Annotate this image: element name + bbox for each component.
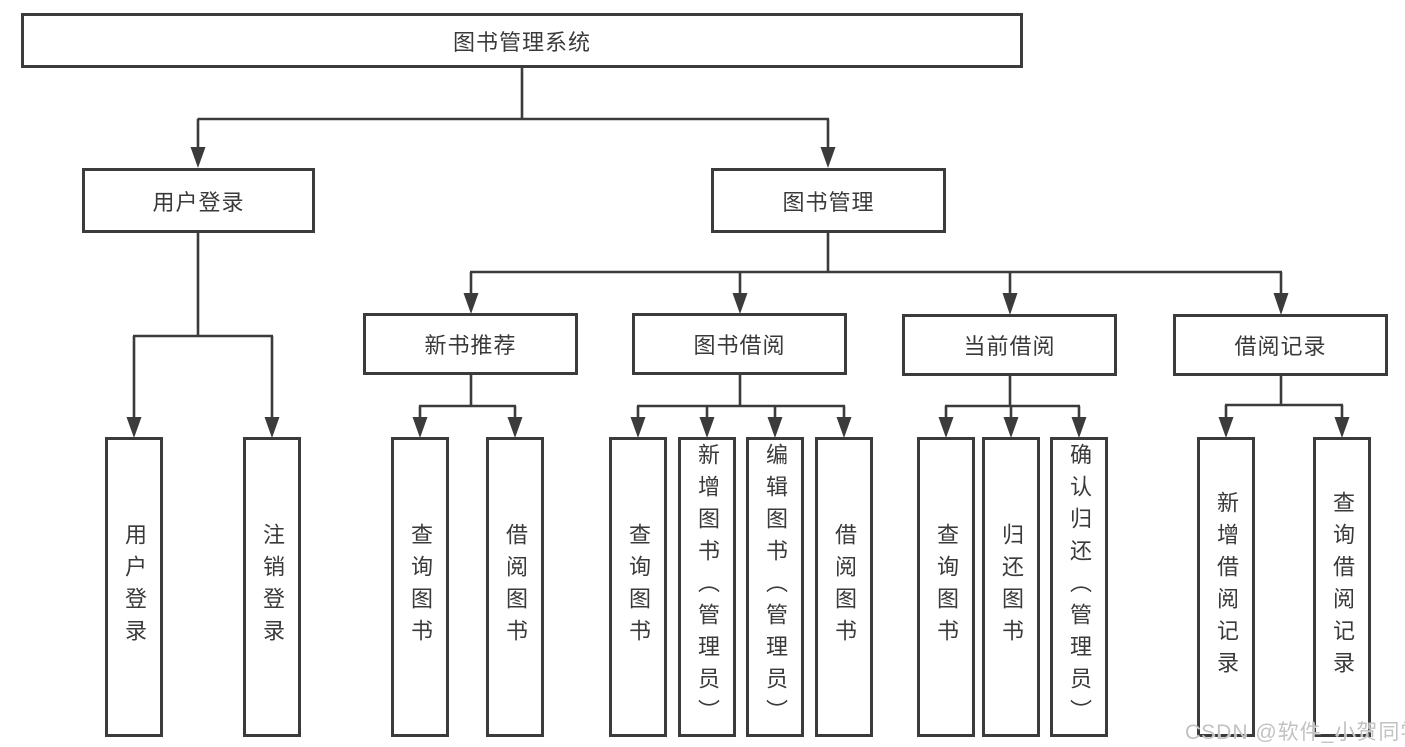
leaf-label: 确认归还（管理员）	[1067, 443, 1092, 731]
node-label: 用户登录	[152, 189, 245, 215]
leaf-label: 查询借阅记录	[1330, 491, 1355, 683]
leaf-label: 查询图书	[934, 523, 959, 651]
leaf-query-books: 查询图书	[391, 437, 449, 737]
leaf-query-borrow-record: 查询借阅记录	[1313, 437, 1371, 737]
node-current-borrow: 当前借阅	[902, 314, 1117, 376]
leaf-label: 查询图书	[408, 523, 433, 651]
node-label: 新书推荐	[424, 333, 517, 358]
leaf-borrow-books: 借阅图书	[815, 437, 873, 737]
leaf-label: 查询图书	[626, 523, 651, 651]
leaf-add-books-admin: 新增图书（管理员）	[678, 437, 736, 737]
csdn-watermark: CSDN @软件_小贺同学	[1185, 721, 1405, 744]
leaf-label: 借阅图书	[503, 523, 528, 651]
node-new-book-recommend: 新书推荐	[363, 313, 578, 375]
leaf-query-books: 查询图书	[917, 437, 975, 737]
leaf-label: 新增图书（管理员）	[695, 443, 720, 731]
leaf-label: 用户登录	[122, 523, 147, 651]
node-label: 图书管理系统	[452, 29, 591, 55]
leaf-label: 归还图书	[999, 523, 1024, 651]
node-book-borrow: 图书借阅	[632, 313, 847, 375]
leaf-borrow-books: 借阅图书	[486, 437, 544, 737]
leaf-label: 编辑图书（管理员）	[763, 443, 788, 731]
arrow-down-icons	[126, 147, 1350, 438]
leaf-confirm-return-admin: 确认归还（管理员）	[1050, 437, 1108, 737]
leaf-label: 新增借阅记录	[1214, 491, 1239, 683]
leaf-user-login: 用户登录	[105, 437, 163, 737]
node-label: 图书借阅	[693, 333, 786, 358]
node-label: 当前借阅	[963, 334, 1056, 359]
connector-lines	[132, 68, 1344, 420]
leaf-edit-books-admin: 编辑图书（管理员）	[746, 437, 804, 737]
leaf-logout: 注销登录	[243, 437, 301, 737]
leaf-label: 借阅图书	[832, 523, 857, 651]
node-borrow-records: 借阅记录	[1173, 314, 1388, 376]
node-book-management: 图书管理	[711, 168, 946, 233]
node-library-management-system: 图书管理系统	[21, 13, 1023, 68]
node-label: 借阅记录	[1234, 334, 1327, 359]
leaf-query-books: 查询图书	[609, 437, 667, 737]
node-label: 图书管理	[782, 189, 875, 215]
node-user-login: 用户登录	[82, 168, 315, 233]
leaf-add-borrow-record: 新增借阅记录	[1197, 437, 1255, 737]
leaf-label: 注销登录	[260, 523, 285, 651]
leaf-return-books: 归还图书	[982, 437, 1040, 737]
